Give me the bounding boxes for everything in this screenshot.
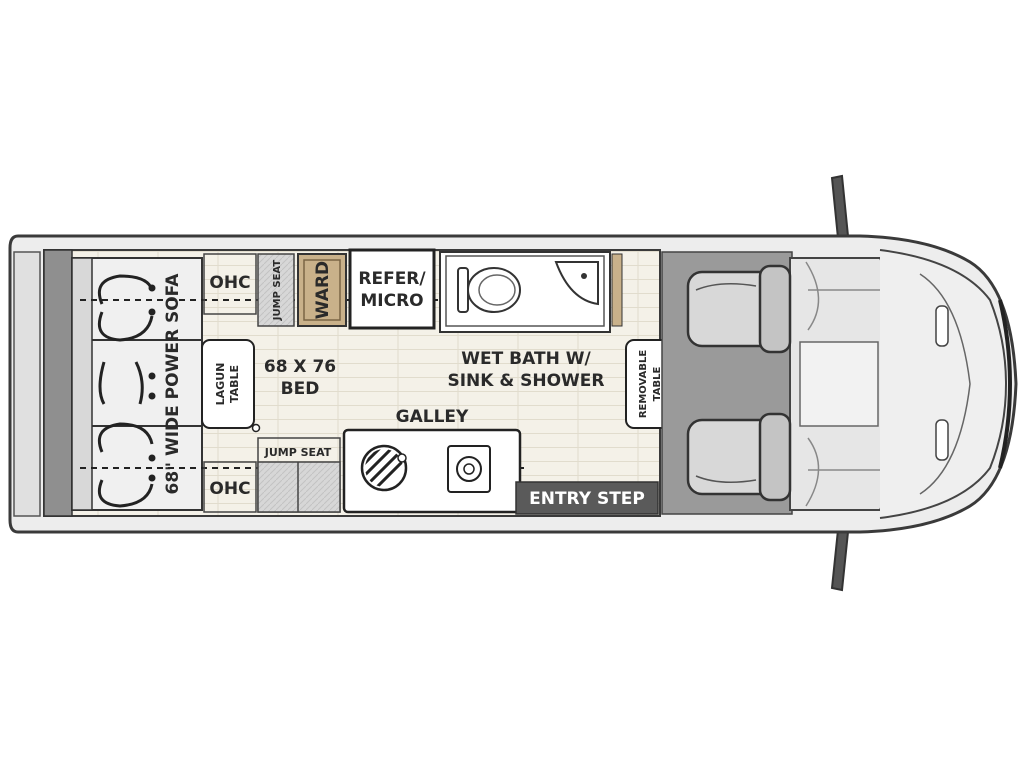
galley-sink-icon — [447, 445, 491, 493]
jump-seat-top-label: JUMP SEAT — [272, 260, 283, 322]
toilet-icon — [457, 267, 521, 313]
removable-label-line2: TABLE — [652, 367, 663, 402]
sofa-label: 68" WIDE POWER SOFA — [163, 273, 183, 495]
mirror-bottom — [830, 528, 850, 592]
wardrobe — [297, 253, 347, 327]
refer-label-line2: MICRO — [360, 291, 423, 311]
bath-cabinet — [611, 253, 623, 327]
ohc-top-cabinet — [203, 253, 257, 315]
bed-label-line2: BED — [281, 379, 320, 399]
refer-label-line1: REFER/ — [358, 269, 426, 289]
seatbelt-icon — [98, 361, 106, 405]
ohc-top-label: OHC — [209, 273, 250, 293]
ohc-bottom-cabinet — [203, 461, 257, 513]
ohc-bottom-label: OHC — [209, 479, 250, 499]
lagun-label-line2: TABLE — [228, 365, 241, 403]
seatbelt-icon — [97, 274, 154, 305]
sink-icon — [554, 261, 599, 306]
table-post-icon — [251, 423, 261, 433]
bath-label-line2: SINK & SHOWER — [447, 371, 604, 391]
headlight-top — [935, 305, 949, 347]
bumper-front — [998, 299, 1012, 469]
mirror-top — [830, 174, 850, 240]
seatbelt-icon — [134, 361, 144, 405]
burner-icon — [360, 444, 408, 492]
bed-label-line1: 68 X 76 — [264, 357, 336, 377]
lagun-label-line1: LAGUN — [214, 363, 227, 406]
entry-step — [515, 481, 659, 515]
seatbelt-icon — [97, 422, 154, 453]
refrigerator-microwave — [348, 248, 436, 330]
jump-seat-top — [257, 253, 295, 327]
removable-label-line1: REMOVABLE — [638, 350, 649, 419]
lagun-table — [201, 339, 255, 429]
rear-strip — [43, 249, 73, 517]
hood — [879, 249, 1008, 519]
headlight-bottom — [935, 419, 949, 461]
seatbelt-icon — [97, 311, 154, 342]
ward-label: WARD — [313, 261, 333, 319]
hood-line — [919, 273, 971, 495]
passenger-seat-icon — [686, 412, 792, 502]
galley-label: GALLEY — [396, 407, 469, 427]
entry-step-label: ENTRY STEP — [529, 489, 645, 509]
driver-seat-icon — [686, 264, 792, 354]
seatbelt-icon — [97, 479, 154, 508]
rear-bumper — [13, 251, 41, 517]
jump-seat-bottom-label: JUMP SEAT — [264, 446, 332, 459]
bath-label-line1: WET BATH W/ — [461, 349, 591, 369]
